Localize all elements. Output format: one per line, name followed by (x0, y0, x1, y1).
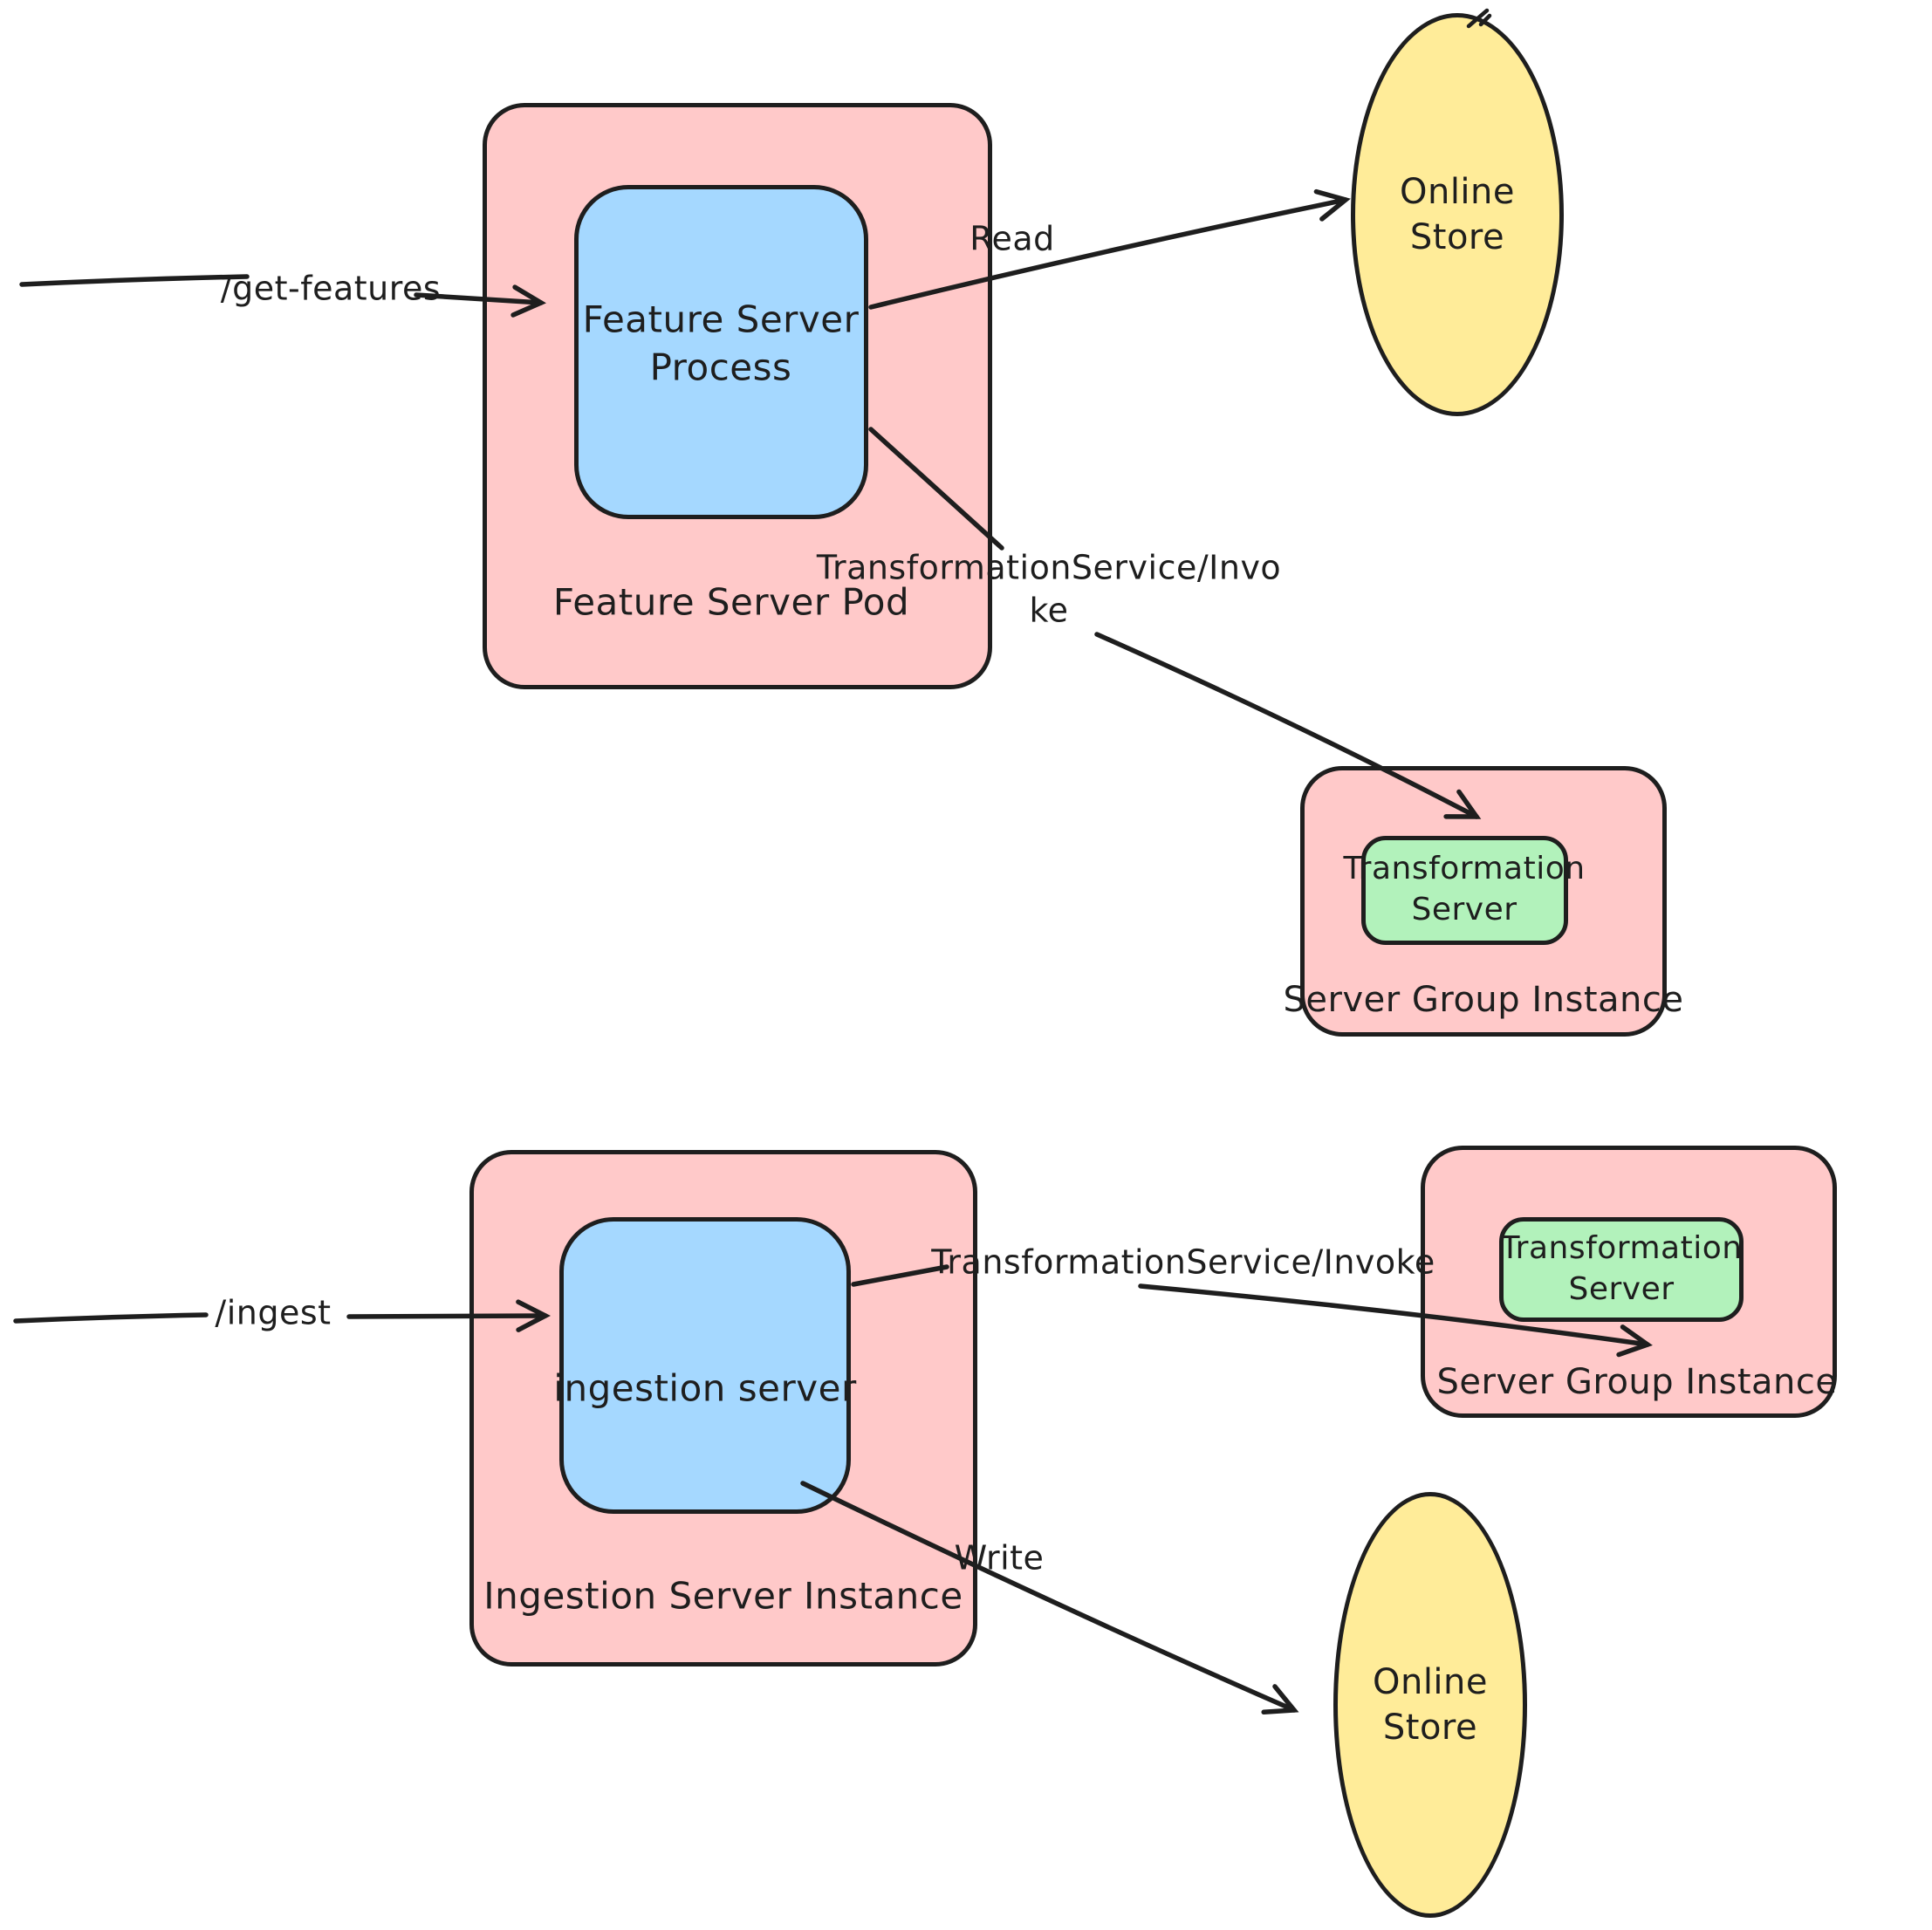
feature-server-process-line2: Process (649, 346, 792, 388)
get-features-lead-line (19, 274, 250, 287)
server-group-instance-mid-label: Server Group Instance (1283, 980, 1684, 1020)
server-group-instance-bottom-label: Server Group Instance (1436, 1362, 1838, 1402)
transformation-server-mid-label: Transformation Server (1343, 849, 1585, 931)
online-store-bottom-label: Online Store (1373, 1660, 1488, 1750)
feature-server-process-line1: Feature Server (582, 298, 860, 341)
server-group-instance-bottom-box (1421, 1146, 1837, 1418)
get-features-label: /get-features (220, 269, 442, 308)
invoke-top-label-line2: ke (1029, 592, 1069, 630)
write-label: Write (954, 1538, 1045, 1578)
ingestion-server-box (559, 1217, 851, 1514)
transformation-server-mid-box (1361, 836, 1568, 945)
invoke-bottom-label: TransformationService/Invoke (931, 1242, 1435, 1282)
feature-server-process-box (574, 185, 868, 519)
transformation-server-bottom-label: Transformation Server (1500, 1228, 1742, 1311)
feature-server-process-label: Feature Server Process (583, 296, 860, 391)
read-label: Read (969, 219, 1055, 258)
online-store-bottom-line1: Online (1372, 1662, 1489, 1702)
ingestion-server-instance-label: Ingestion Server Instance (483, 1574, 963, 1618)
transformation-server-mid-line1: Transformation (1343, 851, 1586, 887)
online-store-top-line2: Store (1409, 217, 1505, 257)
transformation-server-mid-line2: Server (1411, 892, 1518, 927)
online-store-top-ellipse (1351, 13, 1564, 416)
invoke-top-label-line1: TransformationService/Invo (816, 548, 1282, 587)
invoke-top-label: TransformationService/Invo ke (817, 547, 1281, 633)
online-store-top-line1: Online (1399, 172, 1516, 212)
ingest-lead-line (13, 1312, 209, 1324)
ingest-label: /ingest (215, 1293, 332, 1332)
online-store-top-label: Online Store (1400, 169, 1515, 260)
transformation-server-bottom-line1: Transformation (1500, 1230, 1743, 1267)
feature-server-pod-label: Feature Server Pod (552, 580, 910, 624)
online-store-bottom-ellipse (1333, 1492, 1527, 1918)
ingestion-server-label: ingestion server (553, 1366, 857, 1410)
online-store-bottom-line2: Store (1382, 1708, 1478, 1748)
transformation-server-bottom-line2: Server (1568, 1271, 1675, 1307)
